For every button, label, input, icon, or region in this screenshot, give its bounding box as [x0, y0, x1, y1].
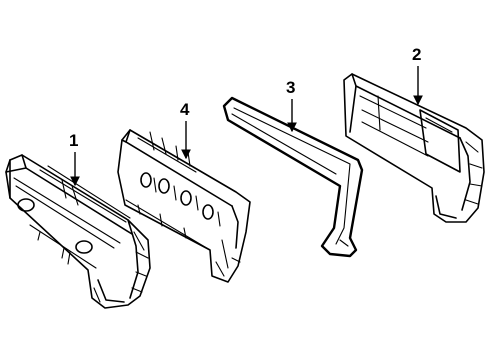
callout-3: 3 — [286, 78, 295, 97]
callout-2: 2 — [412, 45, 421, 64]
part-2-lamp-lens — [343, 73, 485, 223]
callout-leaders — [70, 66, 423, 187]
part-3-gasket — [222, 96, 364, 258]
callout-1: 1 — [69, 131, 78, 150]
part-4-bulb-carrier — [117, 129, 251, 283]
callout-4: 4 — [180, 100, 190, 119]
part-1-lamp-housing — [5, 154, 151, 309]
